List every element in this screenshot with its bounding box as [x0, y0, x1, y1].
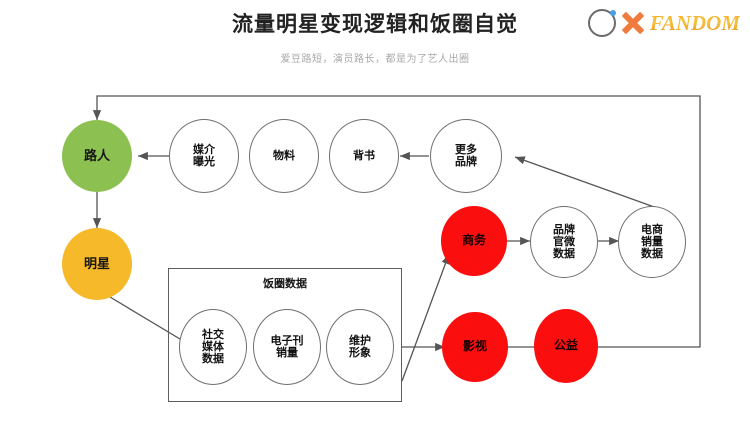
node-luren[interactable]: 路人 [62, 120, 132, 192]
page-subtitle: 爱豆路短，演员路长，都是为了艺人出圈 [280, 54, 470, 65]
group-fanquan-data: 饭圈数据 [168, 268, 402, 402]
blue-dot-icon [609, 10, 616, 16]
group-title: 饭圈数据 [263, 278, 307, 290]
node-shangwu[interactable]: 商务 [441, 206, 507, 276]
node-label: 媒介 曝光 [193, 143, 215, 168]
edge-mingxing-to-shejiao [109, 296, 191, 346]
node-yingshi[interactable]: 影视 [442, 312, 508, 382]
page-title: 流量明星变现逻辑和饭圈自觉 [232, 13, 518, 36]
node-label: 电商 销量 数据 [641, 223, 663, 261]
brand-logo: FANDOM [587, 8, 740, 38]
node-label: 公益 [553, 338, 578, 353]
brand-wordmark: FANDOM [649, 10, 740, 35]
node-label: 背书 [353, 149, 375, 162]
node-label: 物料 [273, 149, 295, 162]
node-label: 商务 [461, 233, 486, 248]
node-meijie-baoguang[interactable]: 媒介 曝光 [169, 119, 239, 193]
node-label: 维护 形象 [349, 334, 371, 359]
edge-gongyi-to-rightline [597, 333, 701, 348]
node-pinpai-guanwei-shuju[interactable]: 品牌 官微 数据 [530, 206, 598, 278]
node-label: 电子刊 销量 [270, 334, 304, 359]
node-beishu[interactable]: 背书 [329, 119, 399, 193]
node-label: 影视 [462, 339, 487, 354]
node-weihu-xingxiang[interactable]: 维护 形象 [326, 309, 394, 385]
edge-dianshang-to-gengduopinpai [514, 156, 658, 209]
node-gongyi[interactable]: 公益 [534, 309, 598, 383]
node-label: 品牌 官微 数据 [553, 223, 575, 261]
circle-outline-icon [587, 9, 616, 37]
node-wuliao[interactable]: 物料 [249, 119, 319, 193]
node-dianshang-xiaoliang-shuju[interactable]: 电商 销量 数据 [618, 206, 686, 278]
edge-gongyi-to-luren [92, 95, 701, 333]
edge-fanquan-to-shangwu [401, 253, 450, 382]
node-label: 明星 [83, 255, 110, 271]
node-mingxing[interactable]: 明星 [62, 228, 132, 300]
node-label: 更多 品牌 [455, 143, 477, 168]
node-label: 社交 媒体 数据 [202, 328, 224, 366]
node-gengduo-pinpai[interactable]: 更多 品牌 [430, 119, 502, 193]
node-dianzikan-xiaoliang[interactable]: 电子刊 销量 [253, 309, 321, 385]
node-label: 路人 [83, 147, 110, 163]
node-shejiao-meiti-shuju[interactable]: 社交 媒体 数据 [179, 309, 247, 385]
